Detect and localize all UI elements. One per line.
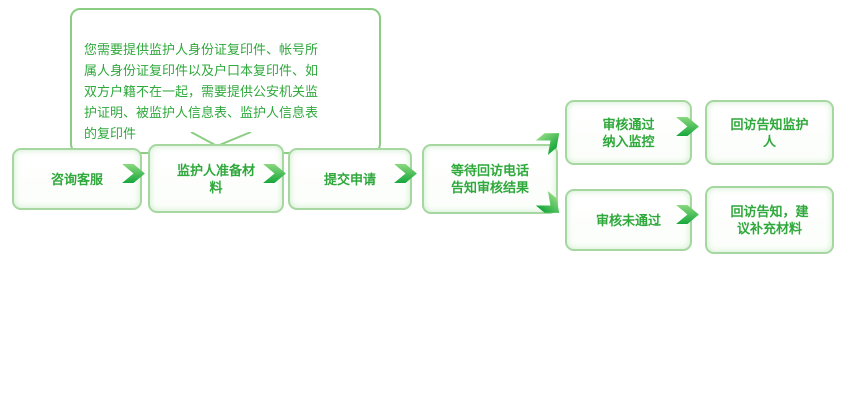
step-callback-suggest-supplement-label: 回访告知，建 议补充材料 xyxy=(730,204,809,236)
requirements-callout: 您需要提供监护人身份证复印件、帐号所 属人身份证复印件以及户口本复印件、如 双方… xyxy=(70,8,381,154)
step-callback-suggest-supplement: 回访告知，建 议补充材料 xyxy=(705,186,834,254)
step-consult-service-label: 咨询客服 xyxy=(50,171,103,187)
arrow-consult-to-prepare xyxy=(122,164,145,183)
step-wait-callback-review-result: 等待回访电话 告知审核结果 xyxy=(422,144,558,214)
step-review-approved-monitoring-label: 审核通过 纳入监控 xyxy=(602,116,655,149)
step-wait-callback-review-result-label: 等待回访电话 告知审核结果 xyxy=(450,163,529,195)
step-review-rejected-label: 审核未通过 xyxy=(595,212,661,228)
step-callback-notify-guardian-label: 回访告知监护 人 xyxy=(730,116,809,149)
arrow-wait-to-rejected xyxy=(535,190,560,213)
requirements-callout-text: 您需要提供监护人身份证复印件、帐号所 属人身份证复印件以及户口本复印件、如 双方… xyxy=(84,42,319,141)
step-review-approved-monitoring: 审核通过 纳入监控 xyxy=(565,100,692,165)
step-consult-service: 咨询客服 xyxy=(12,148,142,210)
arrow-rejected-to-notify xyxy=(676,205,699,224)
arrow-prepare-to-submit xyxy=(263,164,286,183)
step-review-rejected: 审核未通过 xyxy=(565,189,692,251)
arrow-submit-to-wait xyxy=(394,164,417,183)
arrow-approved-to-notify xyxy=(676,117,699,136)
step-submit-application: 提交申请 xyxy=(288,148,412,210)
step-guardian-prepare-materials: 监护人准备材 料 xyxy=(148,144,284,213)
step-guardian-prepare-materials-label: 监护人准备材 料 xyxy=(176,162,255,195)
arrow-wait-to-approved xyxy=(535,133,560,156)
step-callback-notify-guardian: 回访告知监护 人 xyxy=(705,100,834,165)
step-submit-application-label: 提交申请 xyxy=(323,171,376,187)
